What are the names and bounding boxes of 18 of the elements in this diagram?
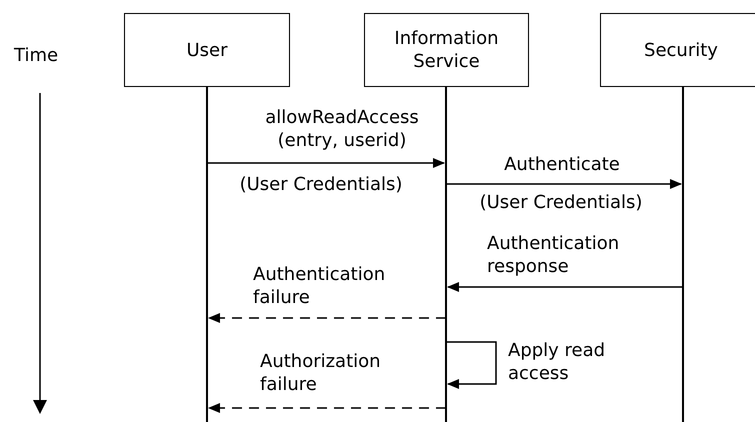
axis-label: Time: [14, 44, 60, 67]
message-parameter: (User Credentials): [238, 173, 404, 196]
participant-name: User: [186, 38, 228, 62]
message-label: Apply read access: [508, 339, 606, 385]
message-label: Authenticate: [503, 153, 621, 176]
message-arrow: [208, 313, 446, 323]
message-arrow: [446, 341, 497, 389]
message-arrow: [207, 158, 445, 168]
message-label: allowReadAccess (entry, userid): [264, 106, 420, 152]
message-arrow: [446, 179, 682, 189]
message-label: Authorization failure: [260, 350, 382, 396]
participant-name: Security: [644, 38, 718, 62]
message-arrow: [208, 403, 446, 413]
message-label: Authentication response: [487, 232, 620, 278]
participant-name: Information Service: [393, 27, 500, 73]
message-label: Authentication failure: [253, 263, 386, 309]
message-parameter: (User Credentials): [478, 191, 644, 214]
message-arrow: [447, 282, 683, 292]
